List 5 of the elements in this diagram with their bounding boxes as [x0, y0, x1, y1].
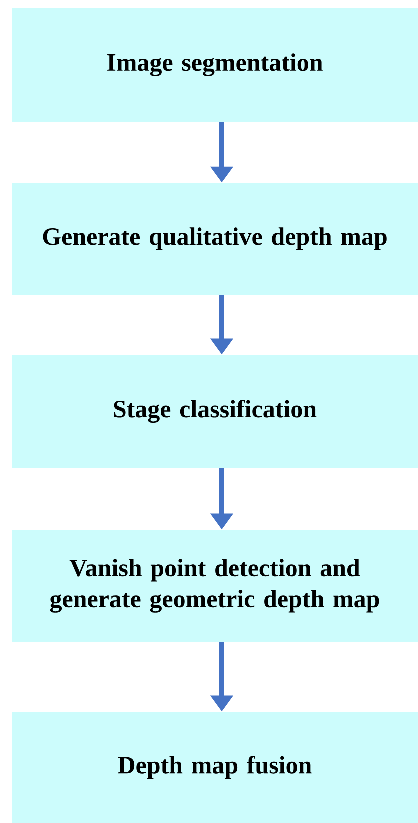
process-box: Image segmentation: [12, 8, 418, 122]
process-box: Depth map fusion: [12, 712, 418, 823]
process-box: Stage classification: [12, 355, 418, 468]
process-box: Vanish point detection and generate geometric depth map: [12, 530, 418, 642]
process-box: Generate qualitative depth map: [12, 183, 418, 295]
